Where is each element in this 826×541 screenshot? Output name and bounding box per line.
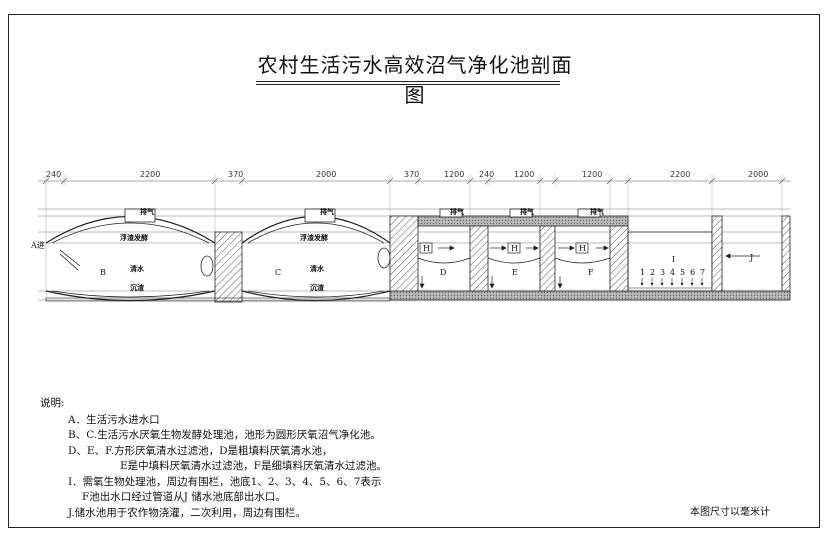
clear-label-b: 清水 — [130, 264, 145, 273]
dimension-label: 1200 — [514, 170, 534, 179]
h-box-d — [419, 242, 433, 254]
exhaust-label-d: 排气 — [450, 207, 464, 216]
h-box-f — [575, 242, 589, 254]
sediment-label-c: 沉渣 — [310, 283, 325, 292]
floor-slab — [389, 290, 791, 301]
dimension-label: 1200 — [582, 170, 602, 179]
dimension-label: 240 — [46, 170, 61, 179]
notes-block: 说明: A．生活污水进水口 B、C.生活污水厌氧生物发酵处理池，池形为圆形厌氧沼… — [40, 396, 500, 521]
aeration-arrowhead — [640, 283, 644, 286]
dimension-label: 2200 — [670, 170, 690, 179]
scale-note: 本图尺寸以毫米计 — [690, 507, 770, 518]
drawing-title: 农村生活污水高效沼气净化池剖面图 — [257, 53, 573, 107]
diagram-labels: 排气 排气 排气 排气 排气 A进 浮渣发酵 浮渣发酵 清水 清水 沉渣 沉渣 … — [30, 207, 753, 292]
aeration-number: 1 — [640, 268, 645, 277]
exhaust-label-b: 排气 — [140, 207, 154, 216]
note-item-j: J.储水池用于农作物浇灌，二次利用，周边有围栏。 — [68, 506, 306, 519]
h-label-e: H — [511, 244, 518, 253]
aeration-arrowhead — [680, 283, 684, 286]
tank-c — [200, 208, 391, 302]
tank-label-b: B — [100, 268, 106, 277]
aeration-arrows — [640, 278, 704, 286]
aeration-number: 7 — [700, 268, 705, 277]
wall-de — [469, 225, 489, 292]
tank-label-d: D — [440, 268, 446, 277]
wall-bc — [214, 231, 243, 303]
floating-label-b: 浮渣发酵 — [120, 233, 148, 242]
tank-label-f: F — [588, 268, 594, 277]
vent-e — [509, 208, 533, 218]
aeration-number: 6 — [690, 268, 695, 277]
dimension-label: 1200 — [444, 170, 464, 179]
h-label-d: H — [423, 244, 430, 253]
h-label-f: H — [579, 244, 586, 253]
wall-ij — [711, 215, 723, 292]
sediment-label-b: 沉渣 — [130, 283, 145, 292]
aeration-number: 3 — [660, 268, 665, 277]
floating-label-c: 浮渣发酵 — [300, 233, 328, 242]
vent-f — [577, 208, 601, 218]
exhaust-label-c: 排气 — [320, 207, 334, 216]
aeration-number: 4 — [670, 268, 675, 277]
tank-label-j: J — [749, 253, 753, 262]
flow-arrows — [419, 245, 760, 289]
aeration-arrowhead — [660, 283, 664, 286]
aeration-arrowhead — [700, 283, 704, 286]
wall-ef — [539, 225, 556, 292]
wall-fi — [609, 225, 629, 292]
inlet-label: A进 — [30, 241, 45, 250]
tank-label-i: I — [672, 255, 675, 264]
note-item-a: A．生活污水进水口 — [68, 413, 160, 426]
exhaust-label-f: 排气 — [590, 207, 604, 216]
drawing-frame — [8, 14, 820, 528]
wall-cd — [389, 215, 419, 301]
dimension-label: 2200 — [140, 170, 160, 179]
roof-slab-def — [417, 215, 629, 227]
note-item-f-outlet: F池出水口经过管道从J 储水池底部出水口。 — [82, 491, 286, 503]
note-item-i: I．需氧生物处理池，周边有围栏，池底1、2、3、4、5、6、7表示 — [68, 475, 382, 488]
aeration-arrowhead — [670, 283, 674, 286]
filter-plates — [417, 257, 611, 264]
dimension-label: 2000 — [748, 170, 768, 179]
aeration-arrowhead — [650, 283, 654, 286]
title-underline — [256, 81, 560, 82]
note-item-bc: B、C.生活污水厌氧生物发酵处理池，池形为圆形厌氧沼气净化池。 — [68, 429, 381, 441]
title-underline-2 — [256, 84, 560, 85]
tank-b — [45, 208, 216, 302]
dimension-label: 240 — [479, 170, 494, 179]
clear-label-c: 清水 — [310, 264, 325, 273]
tank-label-e: E — [512, 268, 518, 277]
wall-j — [781, 215, 791, 292]
notes-heading: 说明: — [40, 397, 65, 409]
tank-label-c: C — [275, 268, 281, 277]
aeration-arrowhead — [690, 283, 694, 286]
aeration-number: 5 — [680, 268, 685, 277]
floor-b-c — [45, 297, 391, 302]
dimension-label: 370 — [228, 170, 243, 179]
dimension-labels: 240 2200 370 2000 370 1200 240 1200 1200 2200 2000 — [46, 170, 768, 179]
note-item-def: D、E、F.方形厌氧清水过滤池，D是粗填料厌氧清水池， — [68, 444, 333, 457]
h-box-e — [507, 242, 521, 254]
vent-d — [439, 208, 463, 218]
dimension-label: 370 — [404, 170, 419, 179]
dimension-label: 2000 — [316, 170, 336, 179]
tank-i — [627, 231, 713, 292]
aeration-number: 2 — [650, 268, 655, 277]
note-item-ef: E是中填料厌氧清水过滤池，F是细填料厌氧清水过滤池。 — [120, 460, 387, 472]
exhaust-label-e: 排气 — [520, 207, 534, 216]
